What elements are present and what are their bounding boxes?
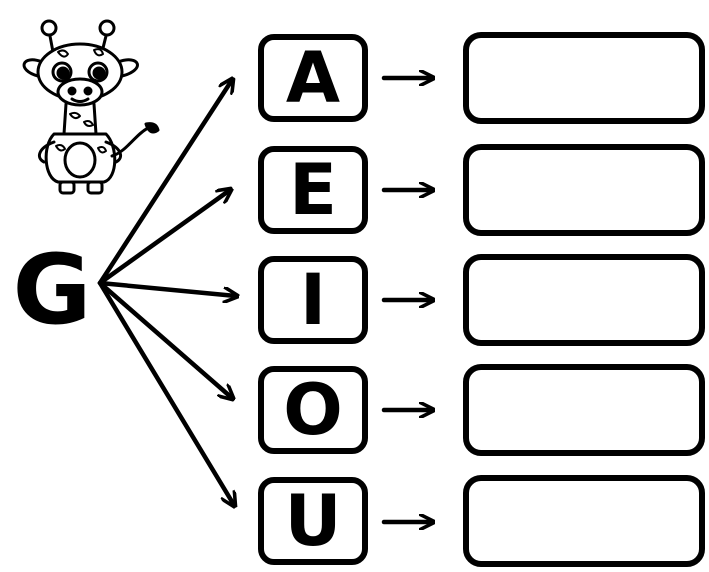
vowel-letter: U xyxy=(284,480,342,562)
arrow-g-to-a xyxy=(97,80,232,286)
vowel-letter: E xyxy=(289,149,337,231)
vowel-box-u: U xyxy=(258,477,368,565)
arrow-g-to-o xyxy=(97,280,232,398)
answer-box-o[interactable] xyxy=(463,364,705,456)
consonant-letter: G xyxy=(12,234,92,346)
answer-box-e[interactable] xyxy=(463,144,705,236)
answer-box-a[interactable] xyxy=(463,32,705,124)
answer-box-i[interactable] xyxy=(463,254,705,346)
vowel-letter: I xyxy=(299,259,327,341)
arrow-g-to-i xyxy=(97,280,236,296)
vowel-letter: A xyxy=(285,37,341,119)
arrow-g-to-u xyxy=(97,280,234,505)
vowel-box-o: O xyxy=(258,366,368,454)
vowel-box-e: E xyxy=(258,146,368,234)
vowel-box-a: A xyxy=(258,34,368,122)
vowel-box-i: I xyxy=(258,256,368,344)
answer-box-u[interactable] xyxy=(463,475,705,567)
vowel-letter: O xyxy=(283,369,343,451)
giraffe-icon xyxy=(22,19,160,195)
arrow-g-to-e xyxy=(97,190,230,286)
